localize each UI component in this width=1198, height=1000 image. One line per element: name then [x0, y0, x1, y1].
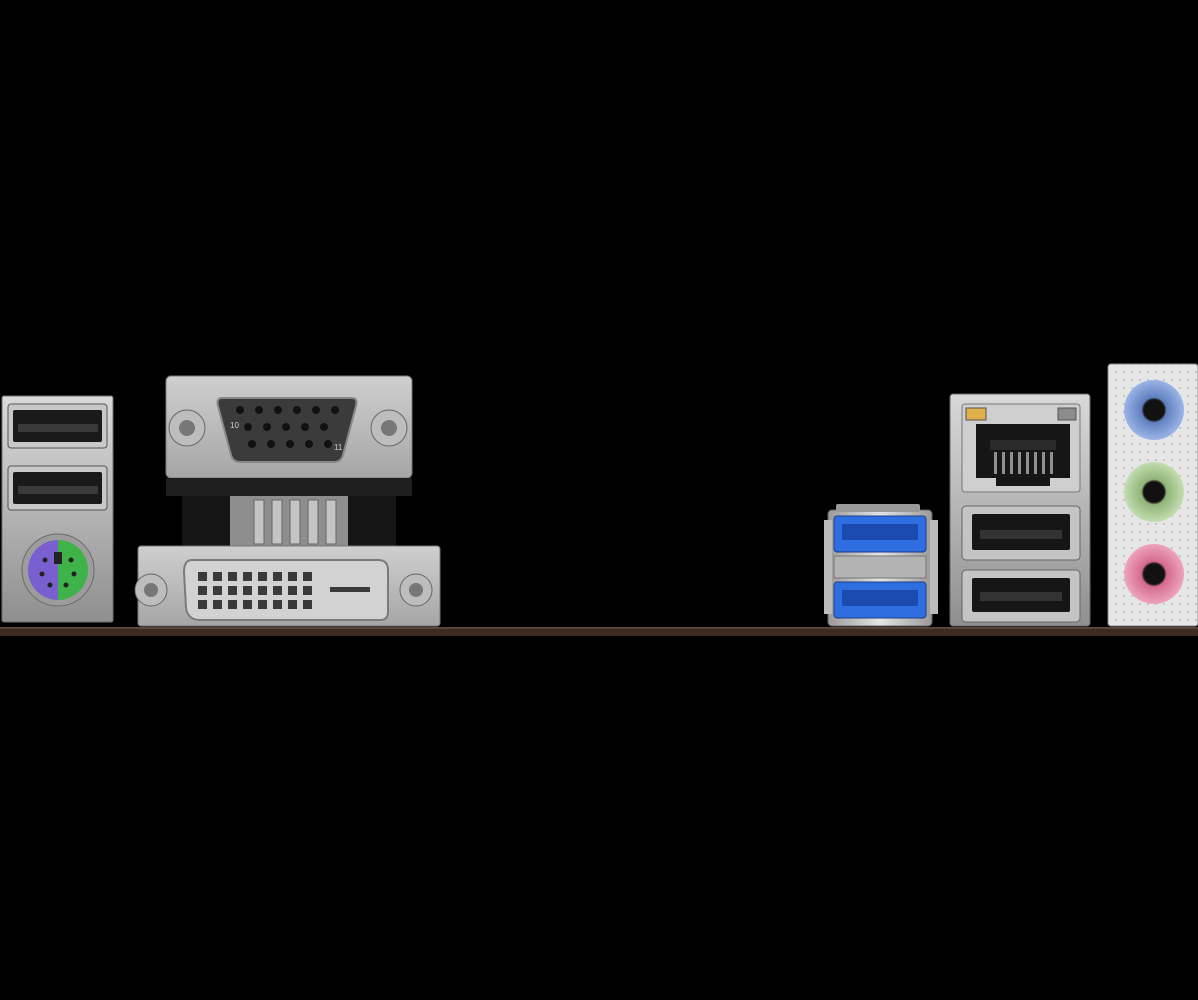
ps2-combo-port-icon: [21, 533, 95, 607]
rj45-lan-port-icon: [961, 403, 1081, 493]
usb3-port-icon: [833, 581, 927, 619]
vga-pin-label-right: 11: [334, 443, 343, 452]
usb-port-icon: [7, 403, 108, 449]
vga-port-icon: 10 11: [168, 397, 408, 463]
usb3-stack: [824, 504, 938, 627]
pcb-edge: [0, 627, 1198, 636]
usb3-port-icon: [833, 515, 927, 553]
video-output-stack: 10 11: [134, 375, 441, 627]
audio-mic-jack-icon: [1124, 544, 1184, 604]
vga-pin-label-left: 10: [230, 421, 239, 430]
lan-usb-stack: [949, 393, 1091, 627]
audio-line-in-jack-icon: [1124, 380, 1184, 440]
usb-port-icon: [7, 465, 108, 511]
usb-ps2-stack: [1, 395, 114, 623]
audio-line-out-jack-icon: [1124, 462, 1184, 522]
usb-port-icon: [961, 569, 1081, 623]
audio-jack-stack: [1107, 363, 1198, 627]
usb-port-icon: [961, 505, 1081, 561]
dvi-port-icon: [134, 559, 433, 621]
